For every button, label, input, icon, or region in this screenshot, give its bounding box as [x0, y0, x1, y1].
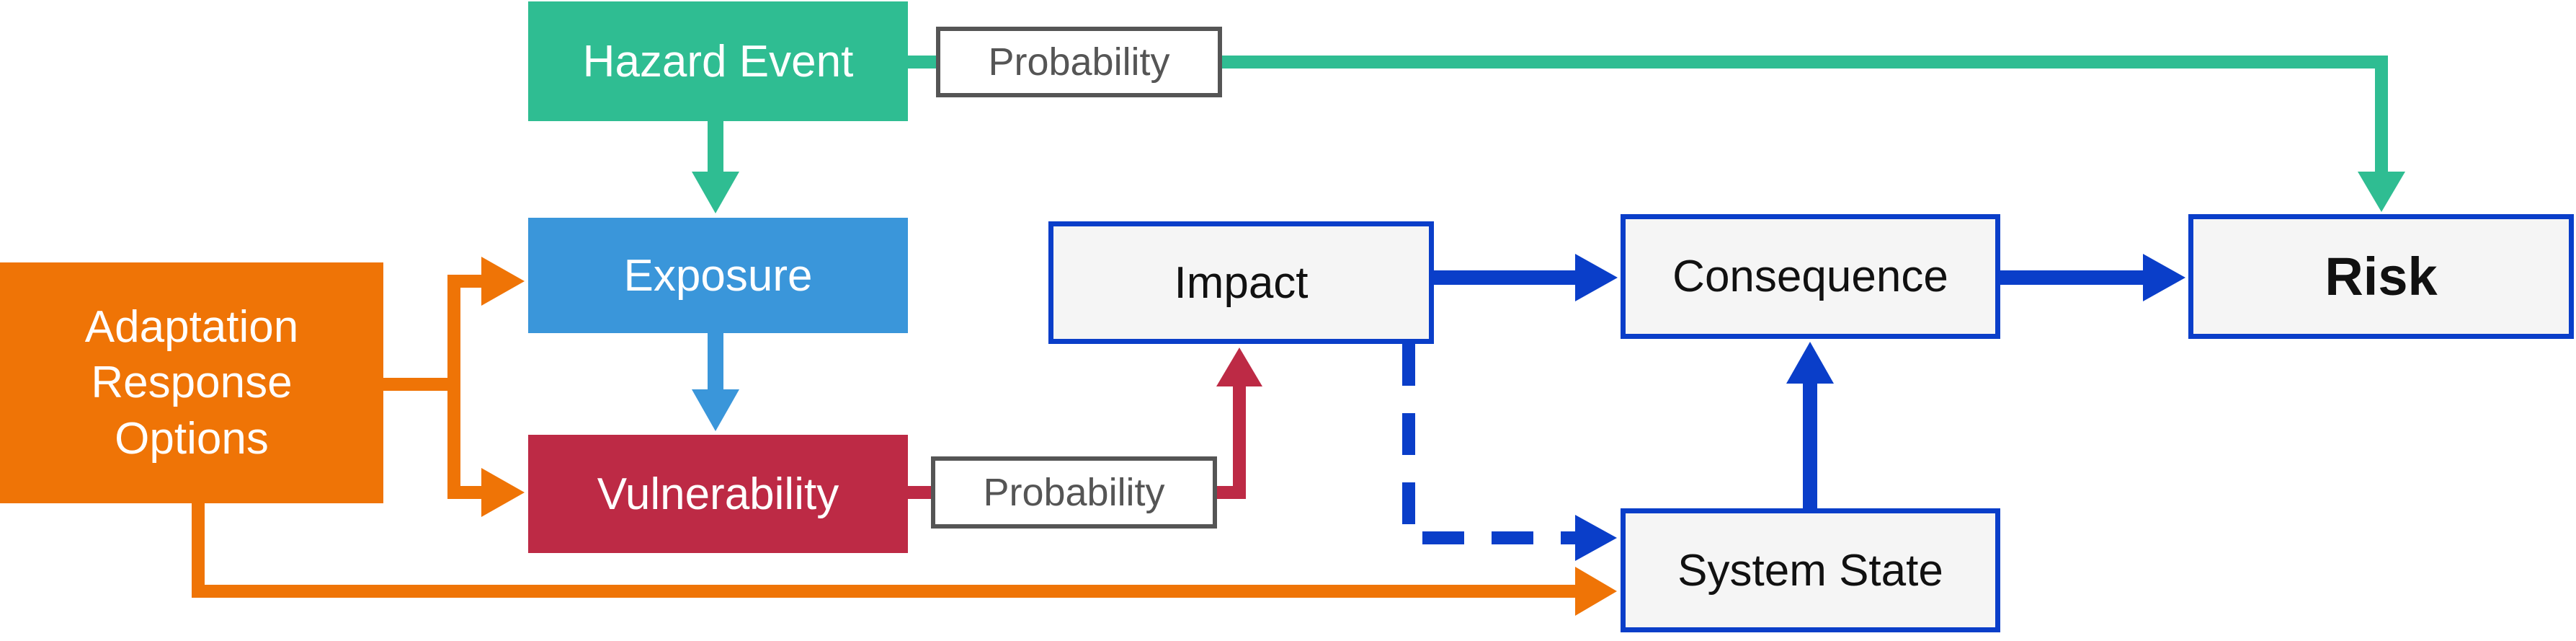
- vulnerability-to-impact-arrow: [908, 348, 1262, 499]
- adaptation-label: Adaptation Response Options: [84, 301, 299, 464]
- hazard-event-label: Hazard Event: [582, 36, 854, 87]
- hazard-to-exposure-arrow: [692, 121, 739, 213]
- probability-text-vulnerability: Probability: [983, 471, 1165, 514]
- impact-to-system-state-dashed-arrow: [1402, 344, 1617, 561]
- probability-label-vulnerability: Probability: [931, 456, 1217, 529]
- impact-node: Impact: [1048, 221, 1434, 344]
- vulnerability-label: Vulnerability: [597, 469, 839, 519]
- hazard-to-risk-arrow: [908, 56, 2405, 212]
- system-state-label: System State: [1677, 545, 1943, 596]
- adaptation-to-exposure-vulnerability-arrows: [383, 257, 525, 517]
- vulnerability-node: Vulnerability: [528, 435, 908, 553]
- risk-label: Risk: [2325, 247, 2438, 306]
- adaptation-response-options-node: Adaptation Response Options: [0, 262, 383, 503]
- probability-text-hazard: Probability: [988, 40, 1170, 84]
- consequence-node: Consequence: [1621, 214, 2000, 339]
- adaptation-to-system-state-arrow: [192, 503, 1617, 616]
- impact-to-consequence-arrow: [1434, 254, 1618, 301]
- impact-label: Impact: [1174, 257, 1309, 308]
- probability-label-hazard: Probability: [936, 27, 1222, 97]
- hazard-event-node: Hazard Event: [528, 1, 908, 121]
- consequence-to-risk-arrow: [2000, 254, 2185, 301]
- system-state-node: System State: [1621, 508, 2000, 632]
- risk-node: Risk: [2188, 214, 2574, 339]
- system-state-to-consequence-arrow: [1786, 342, 1834, 508]
- exposure-to-vulnerability-arrow: [692, 333, 739, 431]
- exposure-label: Exposure: [623, 250, 813, 301]
- exposure-node: Exposure: [528, 218, 908, 333]
- consequence-label: Consequence: [1672, 252, 1948, 301]
